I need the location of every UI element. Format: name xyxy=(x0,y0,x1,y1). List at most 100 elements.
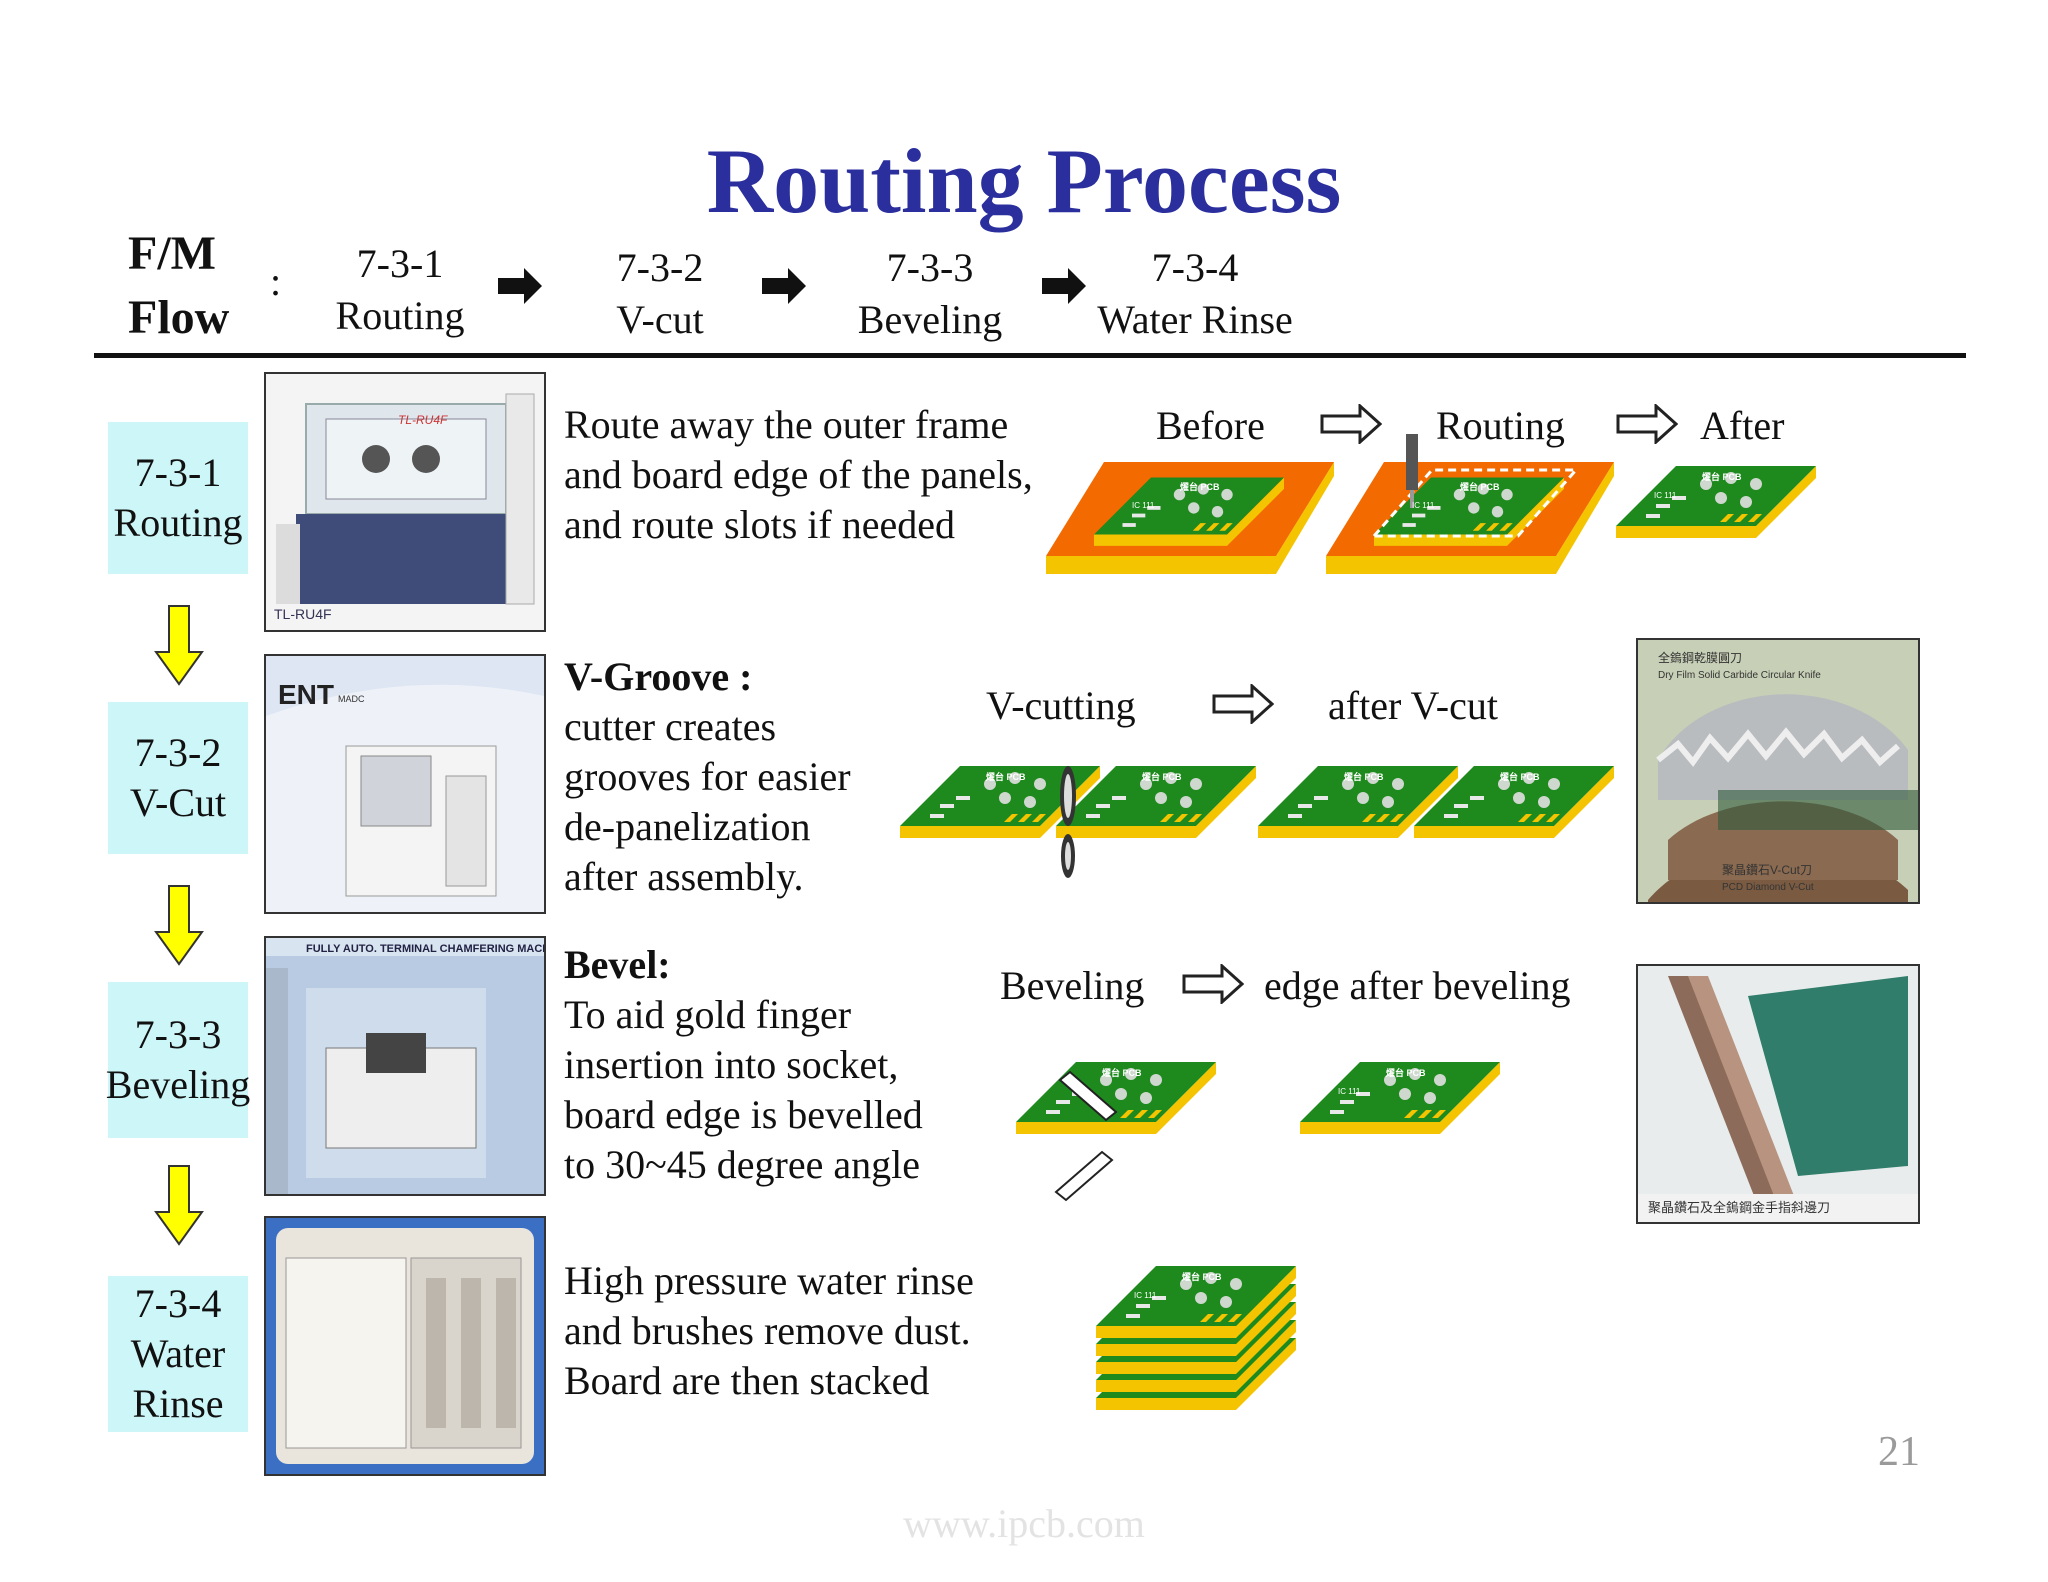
desc-line: and board edge of the panels, xyxy=(564,452,1033,497)
bevel-edge-photo: 聚晶鑽石及全鎢鋼金手指斜邊刀 xyxy=(1636,964,1920,1224)
label-routing: Routing xyxy=(1436,403,1565,448)
routing-description: Route away the outer frame and board edg… xyxy=(564,400,1033,550)
board-ic-label: IC 111 xyxy=(1134,1291,1157,1300)
flow-colon: : xyxy=(270,259,282,304)
photo-header: FULLY AUTO. TERMINAL CHAMFERING MACHINE xyxy=(306,943,544,955)
step-box-water-rinse: 7-3-4 Water Rinse xyxy=(108,1276,248,1432)
label-beveling: Beveling xyxy=(1000,963,1145,1008)
flow-step-name: Water Rinse xyxy=(1097,297,1293,342)
flow-label-line2: Flow xyxy=(128,291,230,344)
page-title: Routing Process xyxy=(706,130,1342,232)
board-brand-label: 燿台 PCB xyxy=(1702,471,1742,482)
desc-line: High pressure water rinse xyxy=(564,1258,974,1303)
knife-bottom-label: 聚晶鑽石V-Cut刀 xyxy=(1722,862,1812,877)
board-beveling: 燿台 PCB xyxy=(1016,1062,1216,1202)
edge-photo-caption: 聚晶鑽石及全鎢鋼金手指斜邊刀 xyxy=(1648,1200,1830,1215)
board-brand-label: 燿台 PCB xyxy=(1142,771,1182,782)
board-brand-label: 燿台 PCB xyxy=(1102,1067,1142,1078)
step-box-routing: 7-3-1 Routing xyxy=(108,422,248,574)
down-arrow-icon xyxy=(155,605,203,685)
desc-title: V-Groove : xyxy=(564,654,753,699)
step-code: 7-3-2 xyxy=(134,730,222,775)
desc-line: to 30~45 degree angle xyxy=(564,1142,920,1187)
flow-step-name: Routing xyxy=(335,293,465,338)
step-code: 7-3-1 xyxy=(134,450,222,495)
down-arrow-icon xyxy=(155,885,203,965)
routing-machine-photo: TL-RU4F TL-RU4F xyxy=(264,372,546,632)
label-after: After xyxy=(1700,403,1785,448)
desc-line: Board are then stacked xyxy=(564,1358,930,1403)
board-brand-label: 燿台 PCB xyxy=(1386,1067,1426,1078)
desc-line: insertion into socket, xyxy=(564,1042,899,1087)
stacked-boards: 燿台 PCB IC 111 xyxy=(1096,1266,1296,1410)
beveling-machine-photo: FULLY AUTO. TERMINAL CHAMFERING MACHINE xyxy=(264,936,546,1196)
desc-line: de-panelization xyxy=(564,804,811,849)
water-rinse-description: High pressure water rinse and brushes re… xyxy=(564,1256,974,1406)
label-before: Before xyxy=(1156,403,1265,448)
down-arrow-icon xyxy=(155,1165,203,1245)
flow-step-code: 7-3-4 xyxy=(1151,245,1239,290)
step-name-line2: Rinse xyxy=(132,1381,224,1426)
flow-arrow-icon xyxy=(498,268,542,304)
hollow-arrow-icon xyxy=(1212,684,1274,724)
step-box-vcut: 7-3-2 V-Cut xyxy=(108,702,248,854)
desc-line: board edge is bevelled xyxy=(564,1092,923,1137)
flow-step-2: 7-3-2 V-cut xyxy=(580,242,740,346)
desc-line: cutter creates xyxy=(564,704,777,749)
label-v-cutting: V-cutting xyxy=(986,683,1136,728)
vcut-description: V-Groove : cutter creates grooves for ea… xyxy=(564,652,851,902)
board-ic-label: IC 111 xyxy=(1132,501,1155,510)
knife-bottom-label-en: PCD Diamond V-Cut xyxy=(1722,882,1814,893)
step-name: Routing xyxy=(113,500,243,545)
board-brand-label: 燿台 PCB xyxy=(1182,1271,1222,1282)
desc-line: after assembly. xyxy=(564,854,804,899)
flow-step-4: 7-3-4 Water Rinse xyxy=(1080,242,1310,346)
photo-brand: ENT xyxy=(278,679,334,710)
board-after-beveling: 燿台 PCB IC 111 xyxy=(1300,1062,1500,1134)
hollow-arrow-icon xyxy=(1182,964,1244,1004)
board-brand-label: 燿台 PCB xyxy=(1180,481,1220,492)
flow-step-code: 7-3-2 xyxy=(616,245,704,290)
flow-step-code: 7-3-3 xyxy=(886,245,974,290)
step-name-line1: Water xyxy=(130,1331,226,1376)
label-after-vcut: after V-cut xyxy=(1328,683,1498,728)
board-after-routing: 燿台 PCB IC 111 xyxy=(1616,466,1816,538)
desc-line: grooves for easier xyxy=(564,754,851,799)
desc-line: and brushes remove dust. xyxy=(564,1308,971,1353)
board-brand-label: 燿台 PCB xyxy=(1344,771,1384,782)
photo-caption: TL-RU4F xyxy=(274,606,332,622)
flow-label-line1: F/M xyxy=(128,227,216,280)
board-brand-label: 燿台 PCB xyxy=(1500,771,1540,782)
board-brand-label: 燿台 PCB xyxy=(1460,481,1500,492)
board-ic-label: IC 111 xyxy=(1654,491,1677,500)
water-rinse-machine-photo xyxy=(264,1216,546,1476)
board-before-routing: 燿台 PCB IC 111 xyxy=(1046,462,1334,574)
step-code: 7-3-3 xyxy=(134,1012,222,1057)
desc-line: and route slots if needed xyxy=(564,502,955,547)
step-name: V-Cut xyxy=(129,780,227,825)
vcut-machine-photo: ENT MADC xyxy=(264,654,546,914)
photo-brand-sub: MADC xyxy=(338,694,365,704)
step-name: Beveling xyxy=(105,1062,251,1107)
flow-step-1: 7-3-1 Routing xyxy=(320,238,480,342)
knife-top-label: 全鎢鋼乾膜圓刀 xyxy=(1658,650,1742,665)
board-after-vcut: 燿台 PCB 燿台 PCB xyxy=(1258,766,1614,838)
photo-header: TL-RU4F xyxy=(398,413,448,427)
vcut-knife-photo: 全鎢鋼乾膜圓刀 Dry Film Solid Carbide Circular … xyxy=(1636,638,1920,904)
flow-step-3: 7-3-3 Beveling xyxy=(840,242,1020,346)
desc-line: Route away the outer frame xyxy=(564,402,1009,447)
desc-line: To aid gold finger xyxy=(564,992,852,1037)
board-ic-label: IC 111 xyxy=(1412,501,1435,510)
flow-step-name: Beveling xyxy=(857,297,1003,342)
flow-arrow-icon xyxy=(1042,268,1086,304)
board-brand-label: 燿台 PCB xyxy=(986,771,1026,782)
flow-step-name: V-cut xyxy=(616,297,704,342)
header-divider xyxy=(94,353,1966,358)
board-ic-label: IC 111 xyxy=(1338,1087,1361,1096)
desc-title: Bevel: xyxy=(564,942,671,987)
label-edge-after-beveling: edge after beveling xyxy=(1264,963,1571,1008)
knife-top-label-en: Dry Film Solid Carbide Circular Knife xyxy=(1658,670,1821,681)
beveling-description: Bevel: To aid gold finger insertion into… xyxy=(564,940,923,1190)
step-code: 7-3-4 xyxy=(134,1281,222,1326)
flow-step-code: 7-3-1 xyxy=(356,241,444,286)
